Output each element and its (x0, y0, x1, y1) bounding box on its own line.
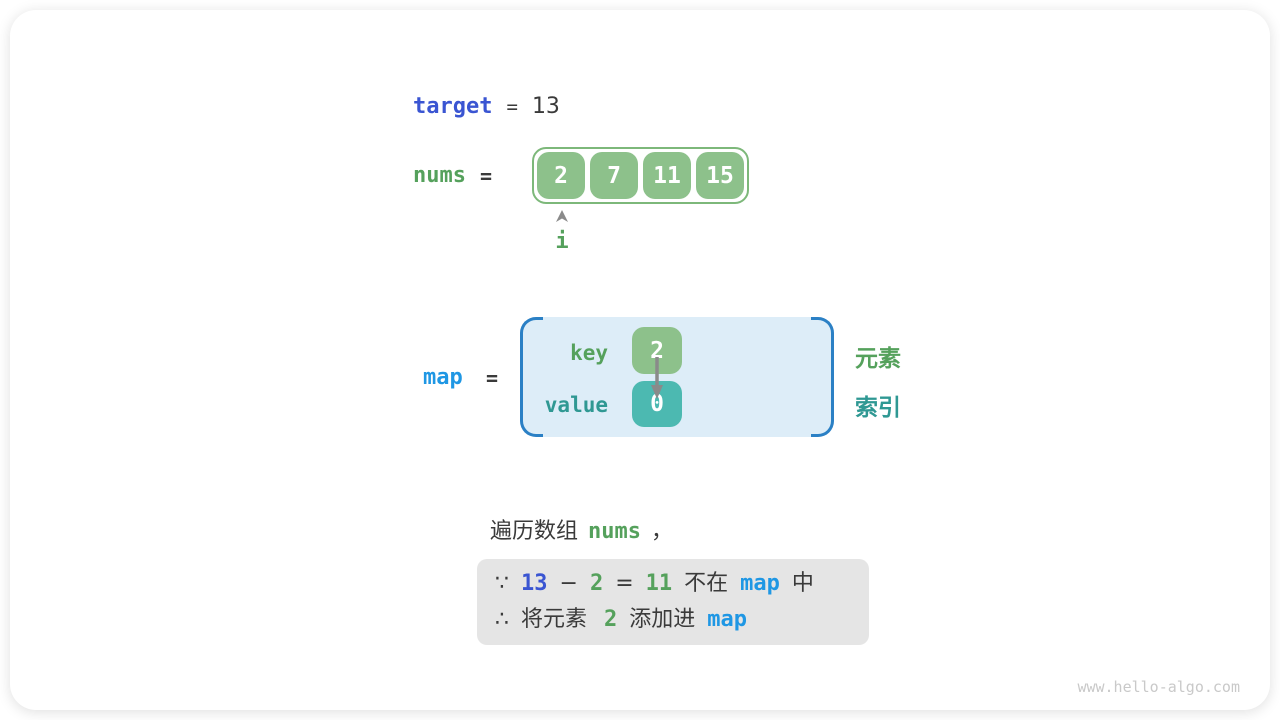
figure-card: target = 13 nums = 2 7 11 15 i map = key… (10, 10, 1270, 710)
note-target-value: 13 (521, 571, 548, 596)
map-equals: = (486, 366, 499, 390)
key-to-value-arrow-icon (651, 357, 663, 399)
note2-text-start: 将元素 (521, 607, 588, 632)
because-symbol: ∵ (495, 571, 509, 596)
note-element-value: 2 (589, 571, 604, 596)
map-variable: map (423, 365, 463, 390)
nums-array: 2 7 11 15 (532, 147, 749, 204)
target-variable: target (413, 94, 493, 119)
array-cell-0: 2 (537, 152, 585, 199)
caption-code: nums (588, 519, 641, 544)
reasoning-note-box: ∵ 13 − 2 = 11 不在 map 中 ∴ 将元素 2 添加进 map (477, 559, 869, 645)
array-cell-3: 15 (696, 152, 744, 199)
index-pointer-arrow-icon (556, 210, 568, 222)
nums-equals: = (480, 164, 493, 188)
note-line-2: ∴ 将元素 2 添加进 map (495, 602, 851, 638)
array-cell-1: 7 (590, 152, 638, 199)
nums-variable: nums (413, 163, 466, 188)
note-line-1: ∵ 13 − 2 = 11 不在 map 中 (495, 566, 851, 602)
minus-sign: − (559, 571, 578, 596)
caption-text-before: 遍历数组 (490, 519, 579, 544)
therefore-symbol: ∴ (495, 607, 509, 632)
element-annotation: 元素 (855, 346, 901, 372)
map-value-label: value (544, 393, 608, 417)
caption-text-after: ， (651, 519, 674, 544)
note2-text-mid: 添加进 (629, 607, 696, 632)
target-equals: = (506, 96, 518, 118)
array-cell-2: 11 (643, 152, 691, 199)
index-annotation: 索引 (855, 395, 901, 421)
target-value: 13 (531, 94, 560, 119)
watermark: www.hello-algo.com (1077, 678, 1240, 696)
note-text-end: 中 (791, 571, 814, 596)
note-equals: = (615, 571, 634, 596)
caption-line: 遍历数组 nums ， (490, 513, 673, 545)
note-text-mid: 不在 (684, 571, 729, 596)
note-map-code-1: map (740, 571, 780, 596)
index-pointer-label: i (555, 229, 569, 254)
note-diff-value: 11 (645, 571, 673, 596)
target-assignment: target = 13 (413, 94, 560, 119)
note2-map-code: map (707, 607, 748, 632)
note2-element-value: 2 (604, 607, 618, 632)
map-key-label: key (570, 341, 608, 365)
